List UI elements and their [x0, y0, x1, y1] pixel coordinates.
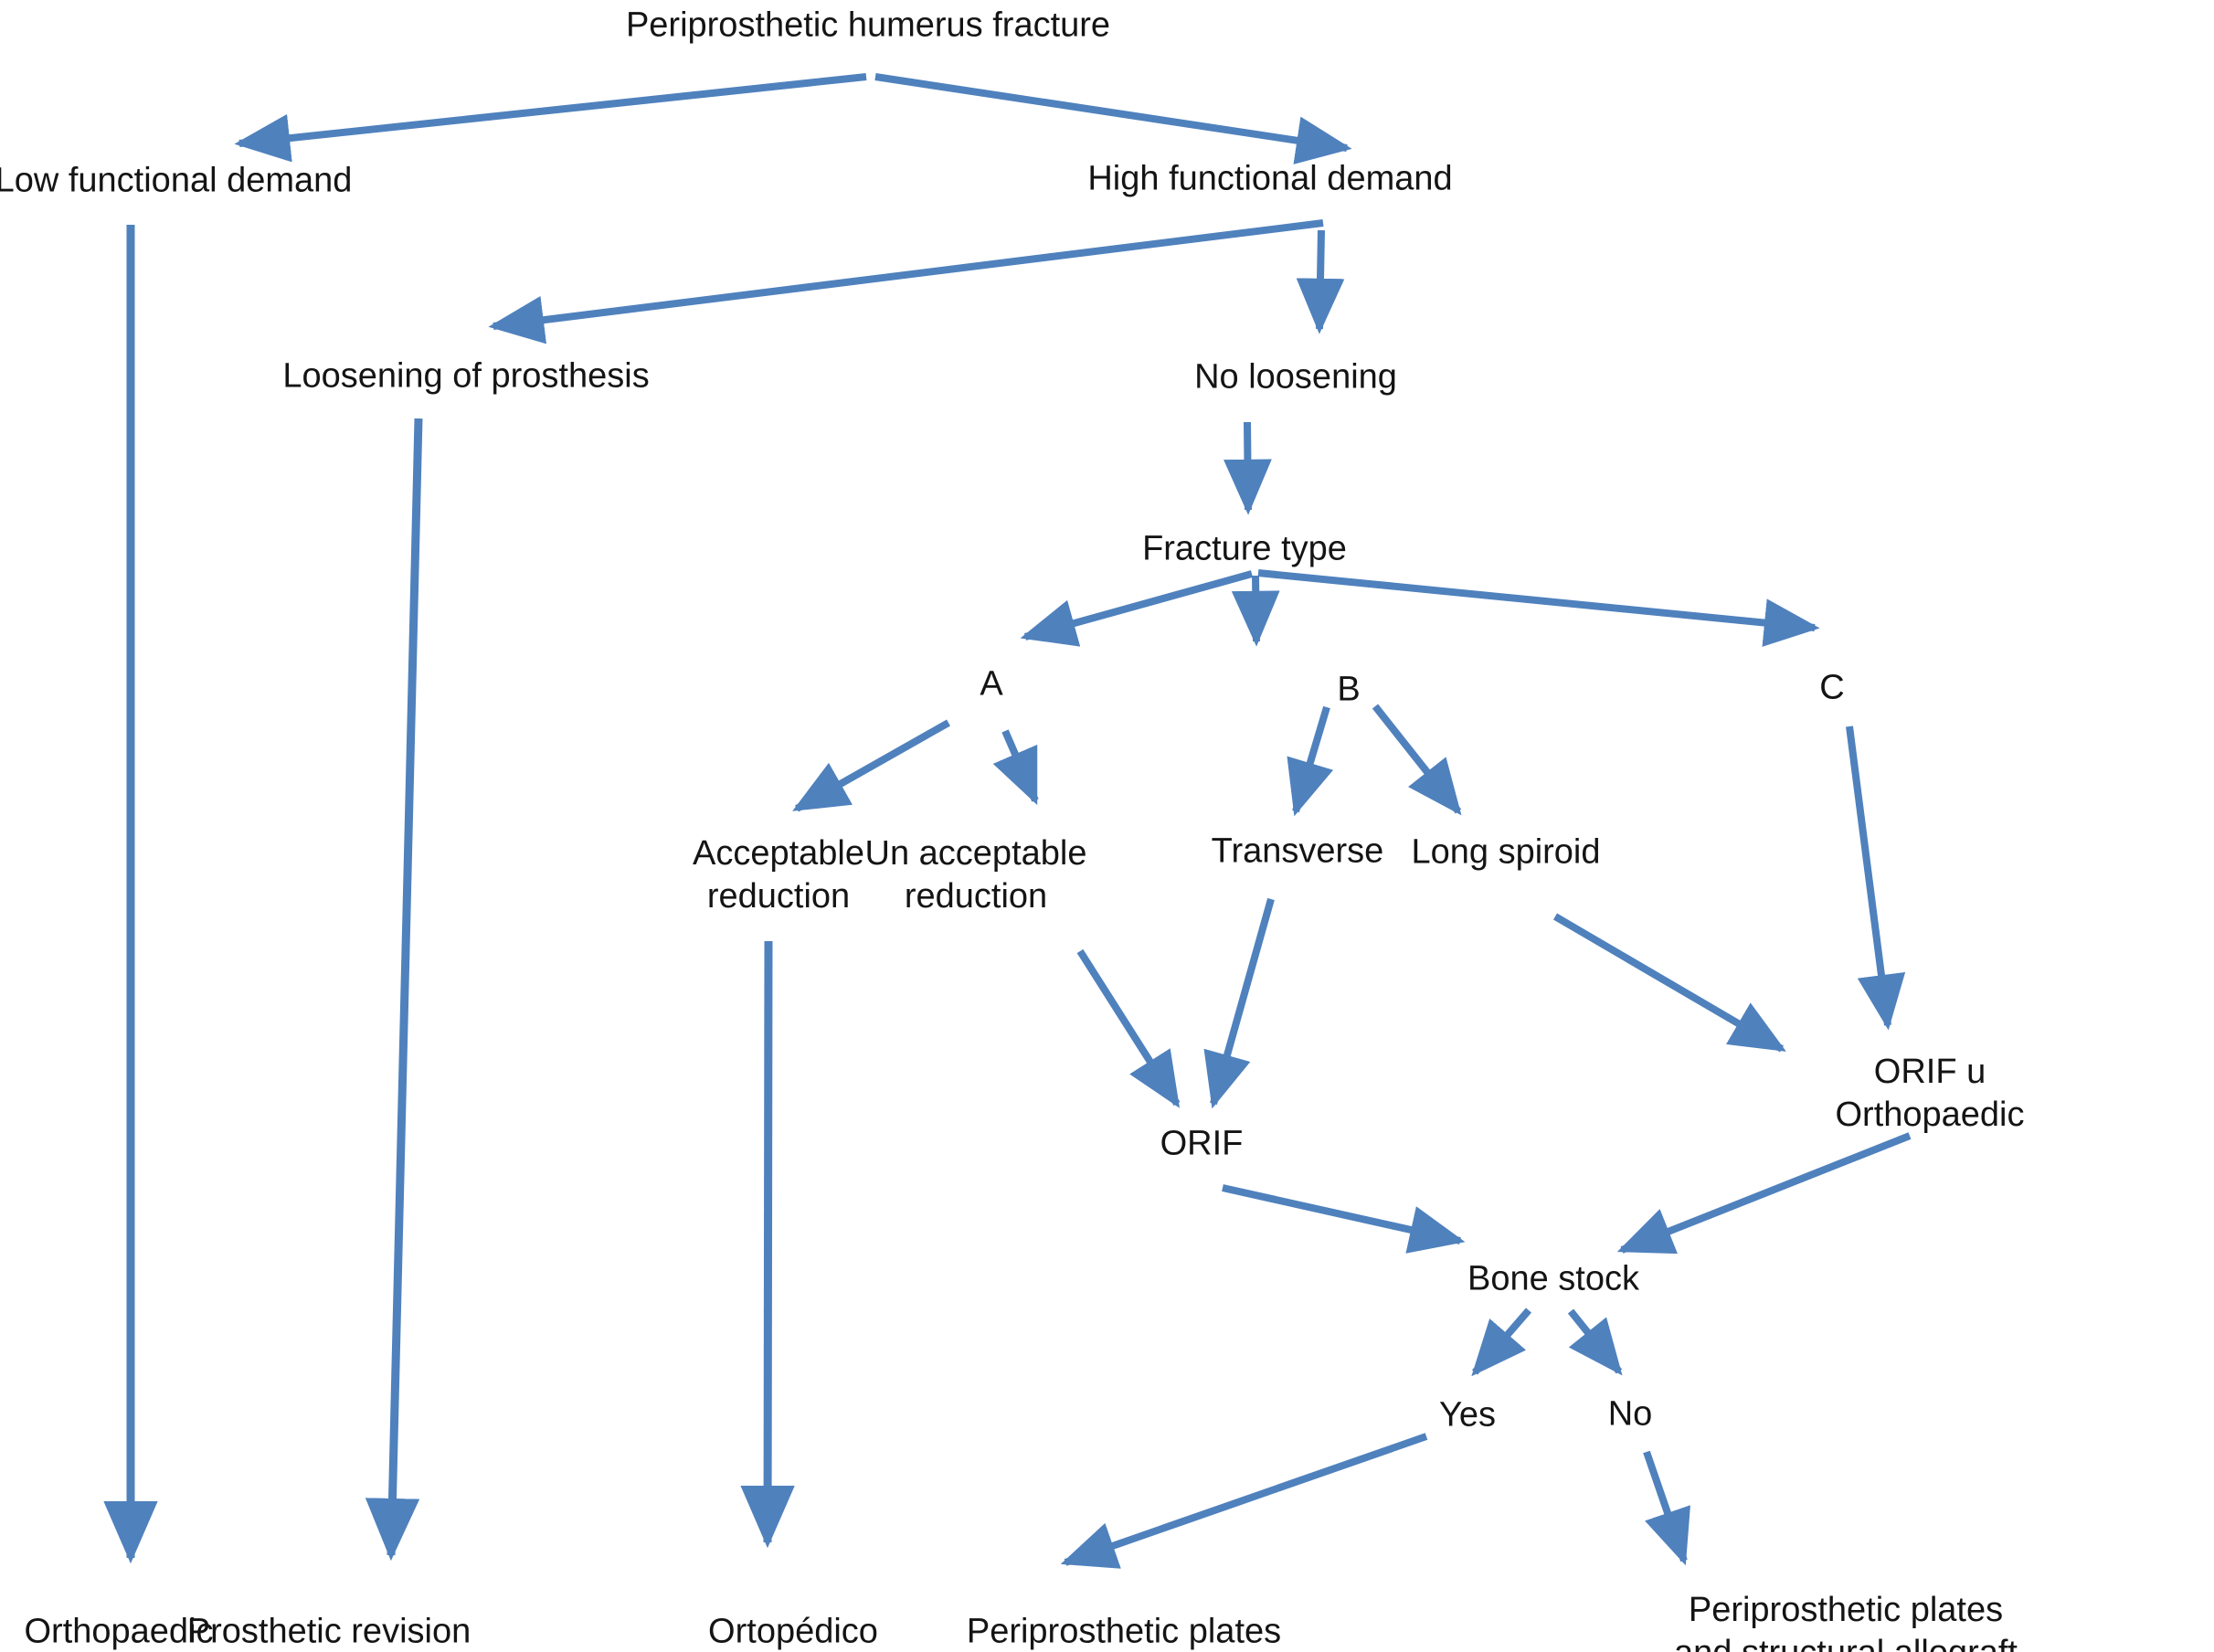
edge-root-to-low-demand: [234, 73, 867, 163]
node-no-loosening: No loosening: [1194, 357, 1397, 397]
node-unacceptable-reduction: Un acceptable reduction: [864, 833, 1087, 916]
node-orthopaedic: Orthopaedic: [24, 1612, 214, 1651]
edge-fracture-type-to-type-b: [1231, 575, 1280, 647]
edge-root-to-high-demand: [874, 73, 1352, 164]
node-plates-allograft: Periprosthetic plates and structural all…: [1674, 1590, 2018, 1652]
node-orif: ORIF: [1160, 1124, 1244, 1163]
edge-type-b-to-transverse: [1287, 705, 1334, 817]
edge-transverse-to-orif: [1203, 897, 1275, 1109]
edge-unacceptable-reduction-to-orif: [1076, 948, 1181, 1108]
edge-type-c-to-orif-u-orthopaedic: [1846, 725, 1906, 1031]
edge-orif-u-orthopaedic-to-bone-stock: [1616, 1132, 1912, 1255]
edge-long-spiroid-to-orif-u-orthopaedic: [1552, 913, 1786, 1053]
node-ortopedico: Ortopédico: [708, 1612, 878, 1651]
node-low-demand: Low functional demand: [0, 161, 353, 200]
node-acceptable-reduction: Acceptable reduction: [692, 833, 865, 916]
diagram-title: Periprosthetic humerus fracture: [625, 5, 1111, 45]
edge-fracture-type-to-type-c: [1257, 569, 1820, 647]
edge-high-demand-to-loosening: [488, 219, 1324, 344]
edge-loosening-to-prosthetic-revision: [365, 418, 423, 1562]
node-no: No: [1607, 1394, 1653, 1434]
node-prosthetic-revision: Prosthetic revision: [186, 1612, 471, 1651]
edge-type-b-to-long-spiroid: [1372, 704, 1462, 816]
edge-bone-stock-to-no: [1567, 1308, 1623, 1376]
edge-yes-to-periprosthetic-plates: [1060, 1433, 1428, 1569]
node-fracture-type: Fracture type: [1142, 529, 1347, 568]
edge-type-a-to-unacceptable-reduction: [992, 729, 1039, 806]
edge-no-loosening-to-fracture-type: [1224, 421, 1272, 515]
edge-type-a-to-acceptable-reduction: [792, 719, 950, 812]
edge-fracture-type-to-type-a: [1020, 570, 1254, 647]
node-type-c: C: [1819, 668, 1845, 707]
edge-orif-to-bone-stock: [1222, 1184, 1466, 1254]
node-long-spiroid: Long spiroid: [1411, 832, 1601, 872]
node-transverse: Transverse: [1211, 831, 1384, 871]
node-high-demand: High functional demand: [1087, 159, 1453, 198]
node-bone-stock: Bone stock: [1467, 1259, 1639, 1298]
node-yes: Yes: [1439, 1395, 1496, 1435]
edge-bone-stock-to-yes: [1471, 1308, 1532, 1377]
node-periprosthetic-plates: Periprosthetic plates: [966, 1612, 1282, 1651]
node-orif-u-orthopaedic: ORIF u Orthopaedic: [1835, 1052, 2025, 1134]
node-type-a: A: [980, 664, 1003, 704]
node-type-b: B: [1337, 670, 1361, 709]
edge-high-demand-to-no-loosening: [1296, 229, 1345, 334]
node-loosening: Loosening of prosthesis: [282, 356, 650, 396]
edge-no-to-plates-allograft: [1643, 1450, 1690, 1566]
